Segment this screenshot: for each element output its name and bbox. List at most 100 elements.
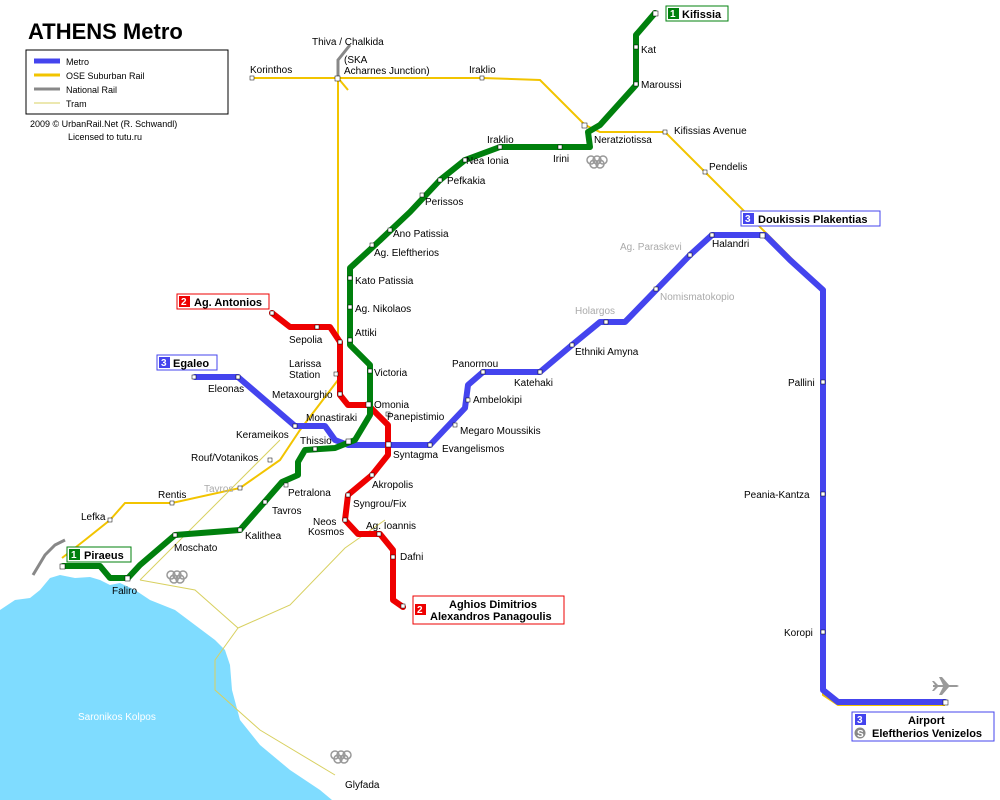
station-label-rouf-votanikos[interactable]: Rouf/Votanikos bbox=[191, 453, 258, 464]
suburban-s-badge bbox=[854, 727, 866, 739]
station-label-korinthos[interactable]: Korinthos bbox=[250, 65, 292, 76]
station-label-sepolia[interactable]: Sepolia bbox=[289, 335, 323, 346]
station-label-attiki[interactable]: Attiki bbox=[355, 328, 377, 339]
station-marker bbox=[365, 401, 372, 408]
station-label-dafni[interactable]: Dafni bbox=[400, 552, 423, 563]
station-label-moschato[interactable]: Moschato bbox=[174, 543, 218, 554]
credit-line-2: Licensed to tutu.ru bbox=[68, 132, 142, 142]
station-label-koropi[interactable]: Koropi bbox=[784, 628, 813, 639]
station-label-larissa-1[interactable]: Larissa bbox=[289, 359, 322, 370]
station-marker bbox=[437, 177, 443, 183]
station-marker bbox=[347, 275, 353, 281]
station-label-kifissias-avenue[interactable]: Kifissias Avenue bbox=[674, 126, 747, 137]
station-label-panormou[interactable]: Panormou bbox=[452, 359, 498, 370]
station-label-kalithea[interactable]: Kalithea bbox=[245, 531, 282, 542]
terminus-aghios-dimitrios[interactable]: 2 Aghios Dimitrios Alexandros Panagoulis bbox=[412, 595, 565, 625]
station-label-monastiraki[interactable]: Monastiraki bbox=[306, 413, 357, 424]
station-label-halandri[interactable]: Halandri bbox=[712, 239, 749, 250]
station-marker bbox=[820, 379, 826, 385]
station-label-pallini[interactable]: Pallini bbox=[788, 378, 815, 389]
station-label-tavros[interactable]: Tavros bbox=[272, 506, 301, 517]
station-marker bbox=[334, 75, 341, 82]
station-marker bbox=[603, 319, 609, 325]
station-label-lefka[interactable]: Lefka bbox=[81, 512, 106, 523]
station-marker bbox=[497, 144, 503, 150]
terminus-airport[interactable]: 3 S Airport Eleftherios Venizelos bbox=[851, 711, 995, 742]
station-label-ano-patissia[interactable]: Ano Patissia bbox=[393, 229, 449, 240]
terminus-ag-antonios[interactable]: 2 Ag. Antonios bbox=[176, 293, 270, 310]
station-label-pefkakia[interactable]: Pefkakia bbox=[447, 176, 486, 187]
station-label-syntagma[interactable]: Syntagma bbox=[393, 450, 438, 461]
station-label-ethniki-amyna[interactable]: Ethniki Amyna bbox=[575, 347, 639, 358]
station-label-tavros-ose[interactable]: Tavros bbox=[204, 484, 233, 495]
suburban-s-letter: S bbox=[857, 729, 864, 740]
terminus-piraeus[interactable]: 1 Piraeus bbox=[66, 546, 132, 563]
station-label-ska-2[interactable]: Acharnes Junction) bbox=[344, 66, 430, 77]
terminus-egaleo[interactable]: 3 Egaleo bbox=[156, 354, 218, 371]
station-label-rentis[interactable]: Rentis bbox=[158, 490, 186, 501]
station-label-ska-1[interactable]: (SKA bbox=[344, 55, 368, 66]
station-marker bbox=[653, 286, 659, 292]
station-label-panepistimio[interactable]: Panepistimio bbox=[387, 412, 445, 423]
station-label-megaro-moussikis[interactable]: Megaro Moussikis bbox=[460, 426, 541, 437]
station-label-ag-paraskevi[interactable]: Ag. Paraskevi bbox=[620, 242, 682, 253]
station-label-faliro[interactable]: Faliro bbox=[112, 586, 137, 597]
station-label-neos[interactable]: Neos bbox=[313, 517, 336, 528]
station-label-pendelis[interactable]: Pendelis bbox=[709, 162, 747, 173]
station-label-katehaki[interactable]: Katehaki bbox=[514, 378, 553, 389]
station-marker bbox=[347, 304, 353, 310]
station-label-glyfada[interactable]: Glyfada bbox=[345, 780, 380, 791]
station-label-perissos[interactable]: Perissos bbox=[425, 197, 463, 208]
station-label-petralona[interactable]: Petralona bbox=[288, 488, 331, 499]
station-marker bbox=[390, 554, 396, 560]
station-label-victoria[interactable]: Victoria bbox=[374, 368, 408, 379]
olympic-rings-icon bbox=[330, 750, 352, 764]
station-label-metaxourghio[interactable]: Metaxourghio bbox=[272, 390, 333, 401]
station-label-neratziotissa[interactable]: Neratziotissa bbox=[594, 135, 652, 146]
station-label-ag-eleftherios[interactable]: Ag. Eleftherios bbox=[374, 248, 439, 259]
line-number: 1 bbox=[670, 9, 676, 20]
station-label-kato-patissia[interactable]: Kato Patissia bbox=[355, 276, 414, 287]
station-label-peania-kantza[interactable]: Peania-Kantza bbox=[744, 490, 810, 501]
station-marker bbox=[345, 492, 351, 498]
line-3 bbox=[192, 232, 948, 705]
station-label-ambelokipi[interactable]: Ambelokipi bbox=[473, 395, 522, 406]
legend-national-label: National Rail bbox=[66, 85, 117, 95]
station-label-iraklio[interactable]: Iraklio bbox=[487, 135, 514, 146]
station-label-nea-ionia[interactable]: Nea Ionia bbox=[466, 156, 509, 167]
legend-metro-label: Metro bbox=[66, 57, 89, 67]
station-marker bbox=[369, 472, 375, 478]
station-label-eleonas[interactable]: Eleonas bbox=[208, 384, 244, 395]
station-marker bbox=[342, 517, 348, 523]
station-label-kerameikos[interactable]: Kerameikos bbox=[236, 430, 289, 441]
station-label-ag-nikolaos[interactable]: Ag. Nikolaos bbox=[355, 304, 411, 315]
terminus-kifissia[interactable]: 1 Kifissia bbox=[665, 5, 729, 22]
station-label-larissa-2[interactable]: Station bbox=[289, 370, 320, 381]
credit-line-1: 2009 © UrbanRail.Net (R. Schwandl) bbox=[30, 119, 177, 129]
station-marker bbox=[687, 252, 693, 258]
station-label-thissio[interactable]: Thissio bbox=[300, 436, 332, 447]
station-label-nomismatokopio[interactable]: Nomismatokopio bbox=[660, 292, 735, 303]
station-label-iraklio-ose[interactable]: Iraklio bbox=[469, 65, 496, 76]
legend: Metro OSE Suburban Rail National Rail Tr… bbox=[25, 49, 229, 115]
station-label-maroussi[interactable]: Maroussi bbox=[641, 80, 682, 91]
station-label-akropolis[interactable]: Akropolis bbox=[372, 480, 413, 491]
legend-tram-label: Tram bbox=[66, 99, 87, 109]
terminus-doukissis-plakentias[interactable]: 3 Doukissis Plakentias bbox=[740, 210, 881, 227]
station-label-thiva-chalkida[interactable]: Thiva / Chalkida bbox=[312, 37, 384, 48]
station-label-holargos[interactable]: Holargos bbox=[575, 306, 615, 317]
station-label-evangelismos[interactable]: Evangelismos bbox=[442, 444, 504, 455]
station-marker bbox=[107, 517, 113, 523]
station-label-kat[interactable]: Kat bbox=[641, 45, 656, 56]
station-label-syngrou-fix[interactable]: Syngrou/Fix bbox=[353, 499, 406, 510]
station-label-irini[interactable]: Irini bbox=[553, 154, 569, 165]
station-label-ag-ioannis[interactable]: Ag. Ioannis bbox=[366, 521, 416, 532]
station-marker bbox=[345, 438, 352, 445]
station-marker bbox=[400, 603, 406, 609]
station-label-kosmos[interactable]: Kosmos bbox=[308, 527, 344, 538]
olympic-rings-icon bbox=[166, 570, 188, 584]
station-label-omonia[interactable]: Omonia bbox=[374, 400, 409, 411]
station-marker bbox=[169, 500, 175, 506]
station-marker bbox=[702, 169, 708, 175]
